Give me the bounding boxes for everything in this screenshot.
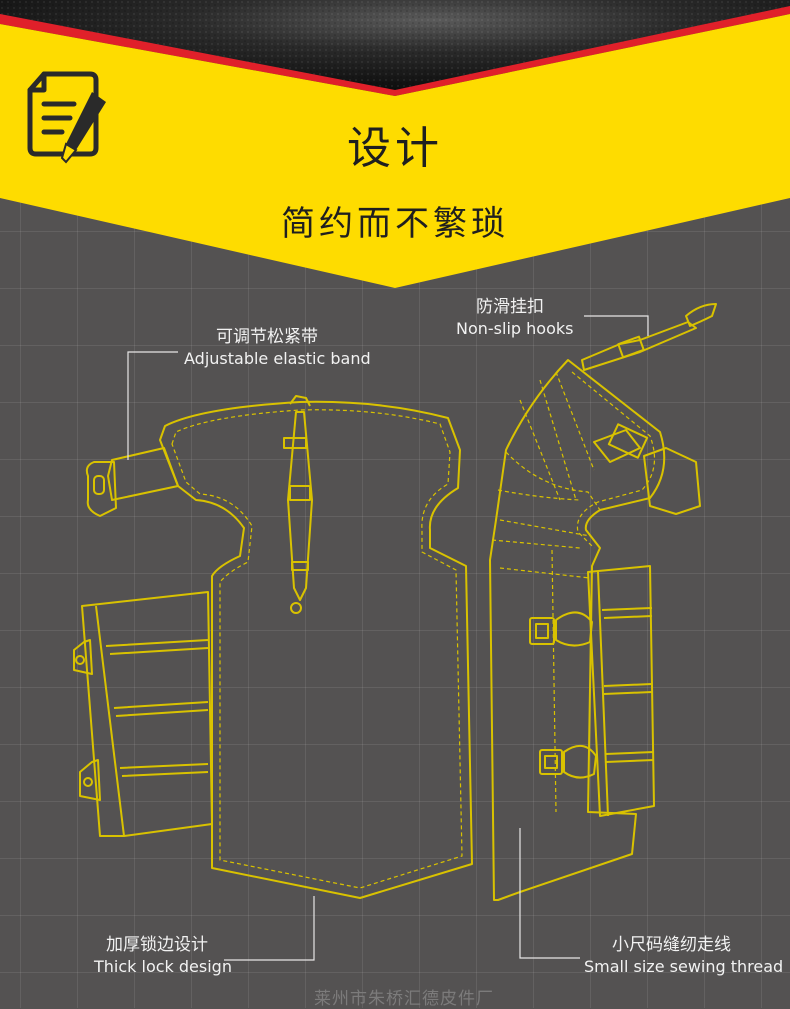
page-subtitle: 简约而不繁琐 xyxy=(281,204,509,244)
red-stripe xyxy=(0,6,790,96)
callout-adjustable-cn: 可调节松紧带 xyxy=(216,327,318,347)
watermark: 莱州市朱桥汇德皮件厂 xyxy=(314,989,494,1009)
page-title: 设计 xyxy=(347,123,443,174)
callout-lock-cn: 加厚锁边设计 xyxy=(106,935,208,955)
side-view-drawing xyxy=(489,303,717,901)
callout-adjustable-band: 可调节松紧带 Adjustable elastic band xyxy=(184,326,371,370)
header-banner xyxy=(0,0,790,288)
callout-thread-en: Small size sewing thread xyxy=(584,957,784,976)
callout-hooks-cn: 防滑挂扣 xyxy=(476,297,544,317)
leader-adjustable xyxy=(127,351,178,460)
yellow-chevron xyxy=(0,14,790,288)
leader-thread xyxy=(519,828,580,959)
front-view-drawing xyxy=(73,395,473,899)
document-pencil-icon xyxy=(27,71,106,164)
callout-hooks-en: Non-slip hooks xyxy=(456,319,574,338)
callout-adjustable-en: Adjustable elastic band xyxy=(184,349,371,368)
callout-hooks: 防滑挂扣 Non-slip hooks xyxy=(456,296,573,340)
leader-hooks xyxy=(584,315,649,336)
callout-sewing-thread: 小尺码缝纫走线 Small size sewing thread xyxy=(584,934,783,978)
callout-lock-design: 加厚锁边设计 Thick lock design xyxy=(94,934,232,978)
callout-lock-en: Thick lock design xyxy=(94,957,232,976)
leader-lock xyxy=(224,896,315,961)
callout-thread-cn: 小尺码缝纫走线 xyxy=(612,935,731,955)
